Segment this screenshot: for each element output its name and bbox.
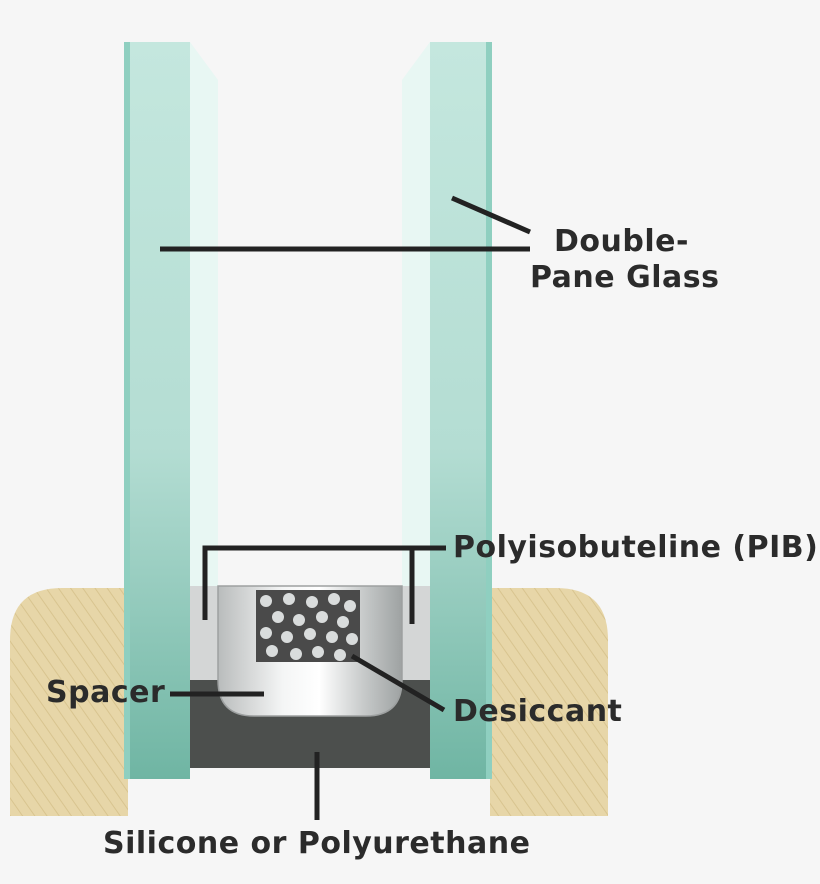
label-desiccant: Desiccant (453, 694, 623, 729)
leader-lines (160, 195, 531, 820)
label-pib: Polyisobuteline (PIB) (453, 530, 819, 565)
frame-right (490, 588, 608, 816)
glass-pane-left-highlight (190, 42, 218, 590)
label-silicone: Silicone or Polyurethane (103, 826, 531, 861)
desiccant-beads (260, 593, 358, 661)
leader-desiccant (350, 653, 446, 713)
glass-pane-left (124, 42, 190, 779)
leader-double-pane-diagonal (451, 195, 531, 235)
frame-left (10, 588, 128, 816)
label-double-pane-line2: Pane Glass (530, 260, 720, 295)
label-double-pane-line1: Double- (554, 224, 689, 259)
glass-pane-right-highlight (402, 42, 430, 590)
glass-pane-right (430, 42, 492, 779)
label-spacer: Spacer (46, 675, 166, 710)
leader-pib (202, 545, 415, 624)
label-double-pane-glass: Double- Pane Glass (530, 224, 730, 296)
